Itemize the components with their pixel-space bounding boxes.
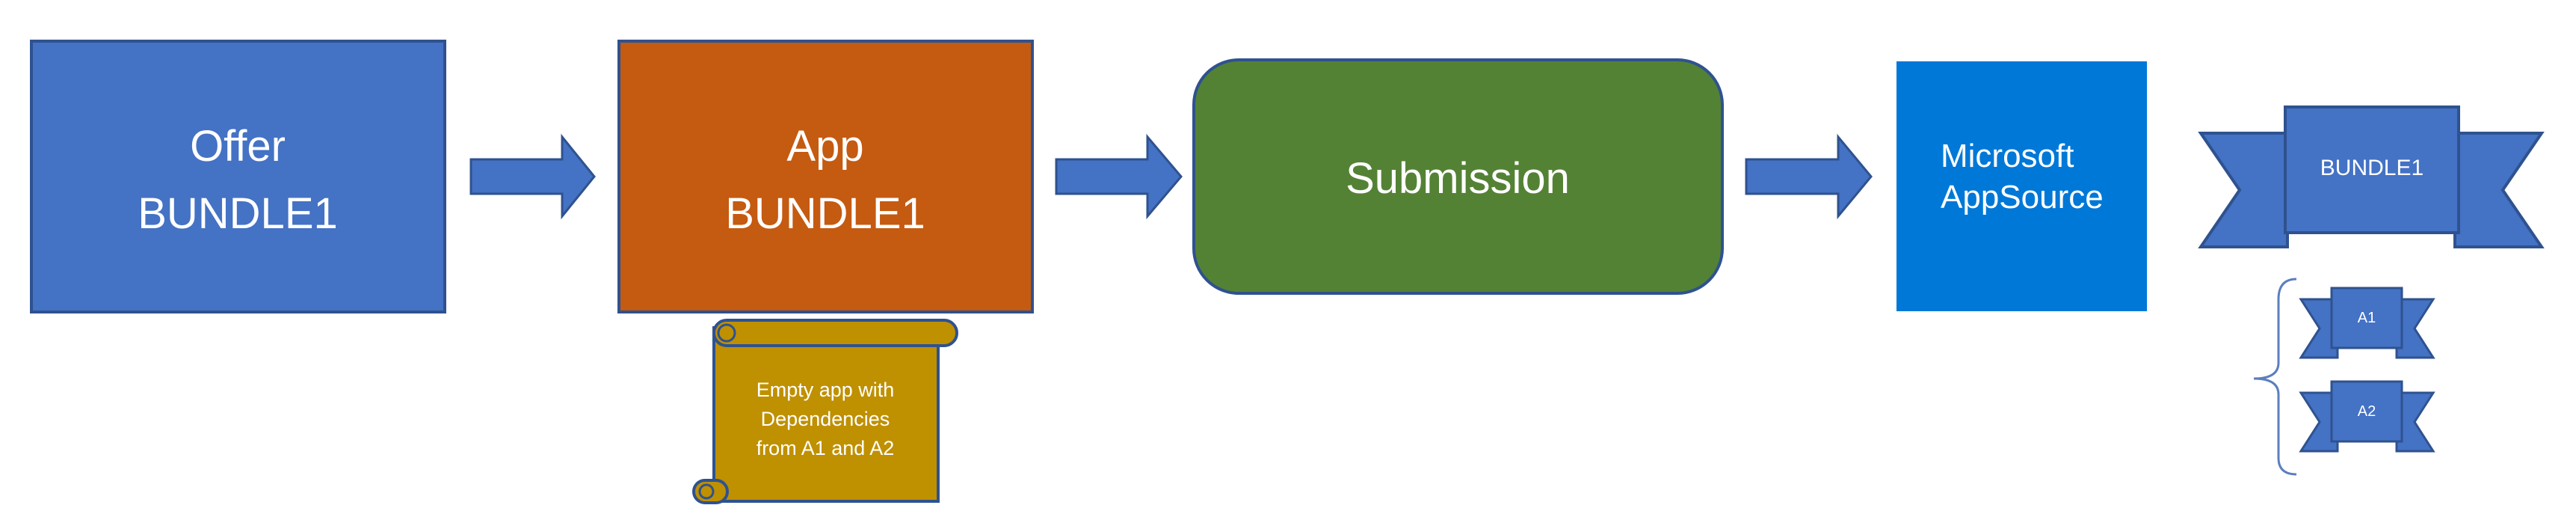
scroll-note-line2: Dependencies <box>761 408 890 430</box>
scroll-note-line3: from A1 and A2 <box>757 437 895 459</box>
appsource-line1: Microsoft <box>1941 138 2074 174</box>
appsource-tile: Microsoft AppSource <box>1896 61 2147 311</box>
offer-bundle-name: BUNDLE1 <box>138 189 338 238</box>
offer-title: Offer <box>190 122 286 171</box>
right-arrow-icon <box>469 133 596 220</box>
component-ribbon-a2: A2 <box>2299 380 2435 453</box>
submission-label: Submission <box>1346 154 1570 203</box>
appsource-line2: AppSource <box>1941 179 2104 215</box>
component-ribbon-a1: A1 <box>2299 287 2435 359</box>
offer-box-shape <box>30 40 446 313</box>
app-bundle-name: BUNDLE1 <box>725 189 925 238</box>
a1-label: A1 <box>2358 310 2376 326</box>
scroll-body <box>712 326 940 503</box>
ribbon-front-band <box>2284 105 2460 234</box>
bundle-label: BUNDLE1 <box>2320 156 2424 180</box>
appsource-tile-shape <box>1896 61 2147 311</box>
submission-box: Submission <box>1192 58 1724 295</box>
scroll-top-curl <box>717 323 736 343</box>
app-box: App BUNDLE1 <box>617 40 1034 313</box>
submission-box-shape <box>1192 58 1724 295</box>
a1-front-band <box>2330 287 2403 349</box>
curly-brace-icon <box>2253 278 2297 476</box>
scroll-icon: Empty app with Dependencies from A1 and … <box>692 319 958 504</box>
right-arrow-icon <box>1745 133 1873 220</box>
ribbon-banner-icon: BUNDLE1 <box>2198 105 2545 248</box>
app-title: App <box>786 122 863 171</box>
a2-front-band <box>2330 380 2403 443</box>
app-box-shape <box>617 40 1034 313</box>
scroll-top-roll <box>712 319 958 347</box>
ribbon-right-tail <box>2453 132 2545 248</box>
a2-label: A2 <box>2358 403 2376 420</box>
ribbon-left-tail <box>2198 132 2289 248</box>
offer-box: Offer BUNDLE1 <box>30 40 446 313</box>
scroll-note-line1: Empty app with <box>757 379 895 401</box>
right-arrow-icon <box>1055 133 1183 220</box>
scroll-bottom-curl <box>698 483 715 500</box>
